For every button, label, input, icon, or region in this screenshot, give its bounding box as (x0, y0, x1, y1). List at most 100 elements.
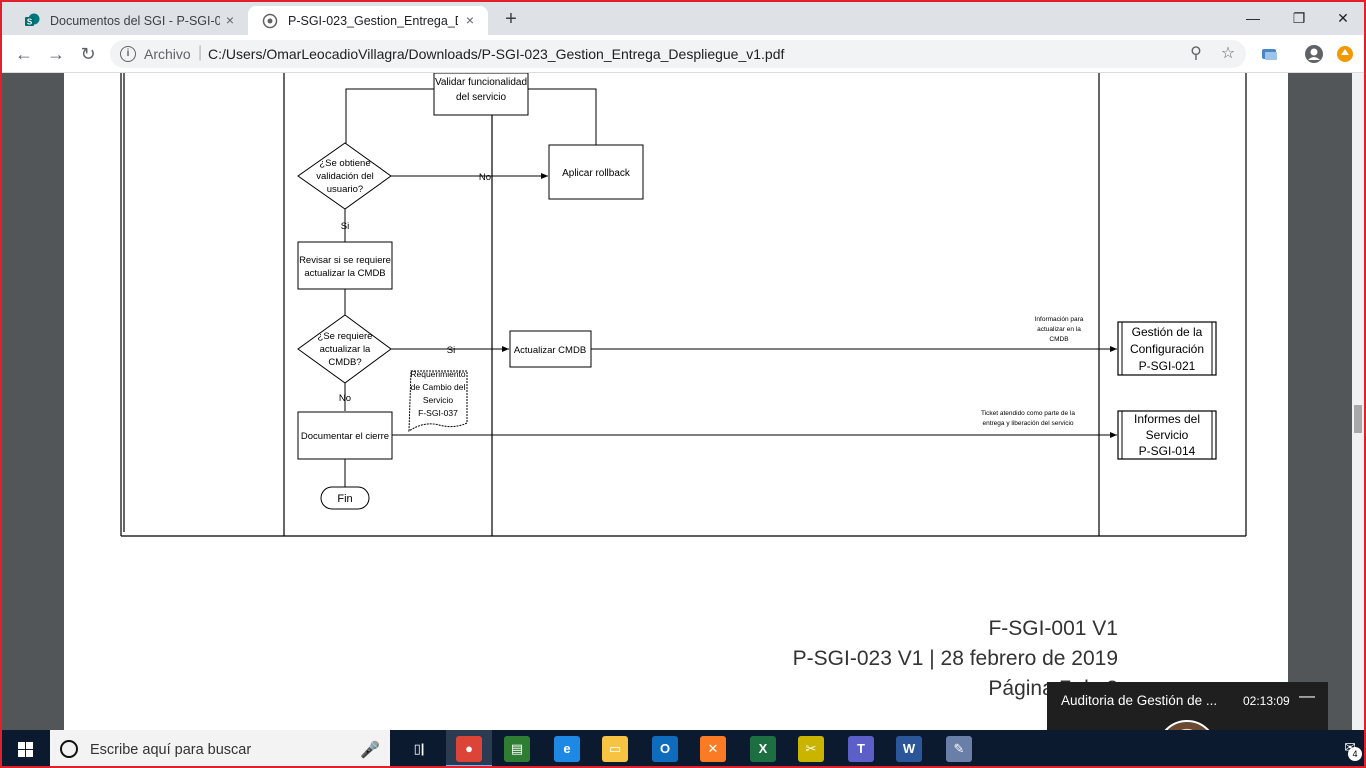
notification-title: Auditoria de Gestión de ... (1061, 693, 1218, 708)
search-placeholder: Escribe aquí para buscar (90, 742, 252, 758)
svg-text:S: S (27, 17, 33, 26)
pdf-viewer[interactable]: Validar funcionalidad del servicio ¿Se o… (2, 73, 1364, 730)
decision2-line-3: CMDB? (328, 357, 361, 368)
address-url[interactable]: C:/Users/OmarLeocadioVillagra/Downloads/… (208, 46, 785, 62)
validar-line-2: del servicio (456, 92, 506, 103)
ticket-line-1: Ticket atendido como parte de la (981, 410, 1075, 417)
fin-label: Fin (337, 493, 352, 505)
tab-documentos-sgi[interactable]: S Documentos del SGI - P-SGI-023 × (10, 6, 248, 35)
gestion-line-3: P-SGI-021 (1139, 359, 1196, 373)
action-center-icon[interactable]: ✉4 (1344, 739, 1362, 761)
aplicar-rollback-label: Aplicar rollback (562, 168, 631, 179)
revisar-cmdb-box: Revisar si se requiere actualizar la CMD… (297, 241, 393, 290)
browser-toolbar: ← → ↻ i Archivo | C:/Users/OmarLeocadioV… (2, 35, 1364, 73)
revisar-line-1: Revisar si se requiere (299, 255, 391, 266)
restore-button[interactable]: ❐ (1292, 10, 1306, 26)
tab-title: P-SGI-023_Gestion_Entrega_Despliegue_v1.… (288, 13, 458, 28)
excel-icon[interactable]: X (750, 736, 776, 762)
notification-time: 02:13:09 (1243, 694, 1290, 708)
informes-line-1: Informes del (1134, 412, 1200, 426)
chrome-icon[interactable]: ● (446, 736, 492, 766)
edge-icon[interactable]: e (554, 736, 580, 762)
info-line-3: CMDB (1049, 336, 1068, 343)
connectors (344, 88, 1117, 536)
notification-minimize-button[interactable]: — (1299, 688, 1315, 705)
validar-line-1: Validar funcionalidad (435, 77, 527, 88)
decision1-line-1: ¿Se obtiene (319, 158, 370, 169)
teams-icon[interactable]: T (848, 736, 874, 762)
documentar-cierre-box: Documentar el cierre (297, 411, 393, 460)
tab-close-icon[interactable]: × (465, 12, 475, 28)
tab-close-icon[interactable]: × (225, 12, 235, 28)
scrollbar-thumb[interactable] (1354, 405, 1362, 433)
bookmark-star-icon[interactable]: ☆ (1220, 45, 1236, 62)
info-actualizar-note: Información para actualizar en la CMDB (1035, 316, 1084, 343)
xampp-icon[interactable]: ✕ (700, 736, 726, 762)
flowchart-diagram: Validar funcionalidad del servicio ¿Se o… (120, 73, 1247, 537)
tab-pdf-document[interactable]: P-SGI-023_Gestion_Entrega_Despliegue_v1.… (248, 6, 488, 35)
outlook-icon[interactable]: O (652, 736, 678, 762)
address-separator: | (198, 44, 203, 61)
req-line-3: Servicio (423, 395, 454, 405)
info-line-1: Información para (1035, 316, 1084, 323)
sheets-icon[interactable]: ▤ (504, 736, 530, 762)
profile-icon[interactable] (1304, 44, 1324, 64)
microphone-icon[interactable]: 🎤 (360, 742, 380, 759)
vertical-scrollbar[interactable] (1352, 73, 1364, 730)
req-line-2: de Cambio del (411, 382, 466, 392)
pdf-page: Validar funcionalidad del servicio ¿Se o… (64, 73, 1288, 730)
back-button[interactable]: ← (15, 44, 33, 64)
informes-servicio-box: Informes del Servicio P-SGI-014 (1117, 410, 1217, 460)
form-code: F-SGI-001 V1 (988, 617, 1118, 640)
document-reference: P-SGI-023 V1 | 28 febrero de 2019 (792, 647, 1118, 670)
swimlane-frame (120, 73, 1247, 537)
new-tab-button[interactable]: + (505, 8, 517, 30)
word-icon[interactable]: W (896, 736, 922, 762)
address-bar[interactable]: i Archivo | C:/Users/OmarLeocadioVillagr… (110, 40, 1246, 68)
decision1-line-3: usuario? (327, 184, 363, 195)
notification-count-badge: 4 (1348, 747, 1362, 761)
req-line-1: Requerimiento (410, 369, 466, 379)
info-icon[interactable]: i (120, 46, 136, 62)
file-explorer-icon[interactable]: ▭ (602, 736, 628, 762)
label-no-2: No (339, 393, 351, 404)
task-view-icon[interactable]: ▯| (406, 736, 432, 762)
cortana-icon (60, 740, 78, 758)
requerimiento-document: Requerimiento de Cambio del Servicio F-S… (408, 369, 468, 432)
windows-start-icon[interactable] (10, 738, 42, 762)
sharepoint-icon: S (25, 13, 40, 26)
informes-line-2: Servicio (1146, 428, 1189, 442)
decision2-line-2: actualizar la (320, 344, 371, 355)
decision-validacion-usuario: ¿Se obtiene validación del usuario? (297, 142, 392, 210)
snipping-icon[interactable]: ✂ (798, 736, 824, 762)
label-si-1: Si (341, 221, 349, 232)
tab-strip: S Documentos del SGI - P-SGI-023 × P-SGI… (2, 2, 1364, 35)
informes-line-3: P-SGI-014 (1139, 444, 1196, 458)
ticket-note: Ticket atendido como parte de la entrega… (981, 410, 1075, 427)
label-si-2: Si (447, 345, 455, 356)
update-icon[interactable] (1335, 44, 1355, 64)
globe-icon (262, 13, 278, 28)
paint-icon[interactable]: ✎ (946, 736, 972, 762)
forward-button[interactable]: → (47, 44, 65, 64)
gestion-line-1: Gestión de la (1132, 325, 1203, 339)
window-close-button[interactable]: ✕ (1337, 10, 1349, 26)
zoom-icon[interactable]: ⚲ (1190, 45, 1202, 62)
address-scheme-label: Archivo (144, 46, 191, 62)
decision2-line-1: ¿Se requiere (318, 331, 373, 342)
tab-title: Documentos del SGI - P-SGI-023 (50, 13, 220, 28)
extension-icon[interactable] (1260, 44, 1280, 64)
taskbar-search[interactable]: Escribe aquí para buscar 🎤 (50, 730, 390, 766)
reload-button[interactable]: ↻ (80, 44, 96, 64)
info-line-2: actualizar en la (1037, 326, 1081, 333)
revisar-line-2: actualizar la CMDB (304, 268, 385, 279)
validar-funcionalidad-box: Validar funcionalidad del servicio (433, 73, 529, 116)
minimize-button[interactable]: — (1246, 10, 1260, 26)
fin-terminator: Fin (320, 486, 370, 510)
decision1-line-2: validación del (316, 171, 374, 182)
actualizar-cmdb-label: Actualizar CMDB (514, 345, 586, 356)
decision-actualizar-cmdb: ¿Se requiere actualizar la CMDB? (297, 314, 392, 384)
aplicar-rollback-box: Aplicar rollback (548, 144, 644, 200)
